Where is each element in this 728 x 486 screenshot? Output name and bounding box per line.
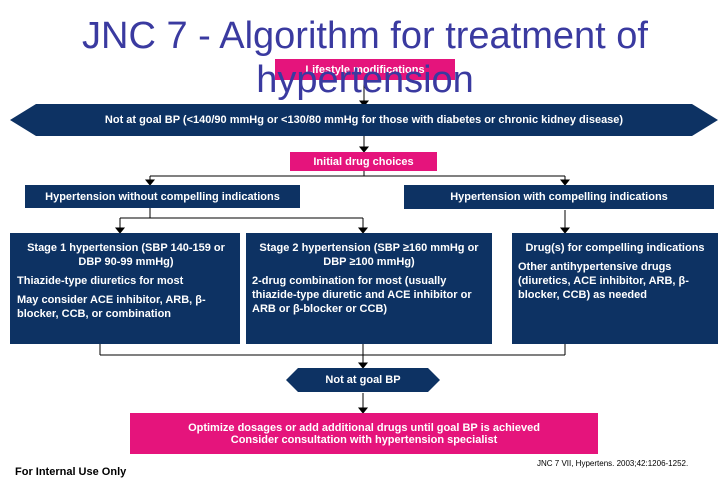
not-at-goal-bottom-shape <box>286 368 440 392</box>
arrowhead <box>357 362 369 369</box>
arrowhead <box>559 179 571 186</box>
page-title: JNC 7 - Algorithm for treatment of hyper… <box>82 15 648 101</box>
not-at-goal-banner-shape <box>10 104 718 136</box>
optimize-box: Optimize dosages or add additional drugs… <box>130 413 598 454</box>
with-compelling-indications-label: Hypertension with compelling indications <box>450 191 668 203</box>
stage2-heading: Stage 2 hypertension (SBP ≥160 mmHg or D… <box>259 242 479 268</box>
compelling-drugs-box: Drug(s) for compelling indications Other… <box>512 233 718 344</box>
initial-drug-choices-box: Initial drug choices <box>290 152 437 171</box>
arrowhead <box>114 227 126 234</box>
not-at-goal-bottom-box: Not at goal BP <box>298 368 428 392</box>
lifestyle-modifications-box: Lifestyle modifications <box>275 59 455 80</box>
arrowhead <box>559 227 571 234</box>
optimize-line2: Consider consultation with hypertension … <box>230 434 498 446</box>
arrowhead <box>357 227 369 234</box>
optimize-line1: Optimize dosages or add additional drugs… <box>188 422 540 434</box>
stage2-box: Stage 2 hypertension (SBP ≥160 mmHg or D… <box>246 233 492 344</box>
arrowhead <box>358 146 370 153</box>
with-compelling-indications-box: Hypertension with compelling indications <box>404 185 714 209</box>
arrowhead <box>358 100 370 107</box>
initial-drug-choices-label: Initial drug choices <box>313 155 414 168</box>
footer-disclaimer: For Internal Use Only <box>15 466 127 478</box>
stage1-box: Stage 1 hypertension (SBP 140-159 or DBP… <box>10 233 240 344</box>
stage1-line1: Thiazide-type diuretics for most <box>17 275 184 287</box>
stage2-line1: 2-drug combination for most (usually thi… <box>252 275 472 315</box>
compelling-drugs-line1: Other antihypertensive drugs (diuretics,… <box>518 261 689 301</box>
compelling-drugs-heading: Drug(s) for compelling indications <box>525 242 705 254</box>
stage1-heading: Stage 1 hypertension (SBP 140-159 or DBP… <box>27 242 225 268</box>
not-at-goal-banner-label: Not at goal BP (<140/90 mmHg or <130/80 … <box>104 114 624 126</box>
not-at-goal-bottom-label: Not at goal BP <box>325 374 401 386</box>
arrowhead <box>144 179 156 186</box>
not-at-goal-banner: Not at goal BP (<140/90 mmHg or <130/80 … <box>36 104 692 136</box>
lifestyle-modifications-label: Lifestyle modifications <box>305 63 425 76</box>
without-compelling-indications-box: Hypertension without compelling indicati… <box>25 185 300 208</box>
stage1-line2: May consider ACE inhibitor, ARB, β-block… <box>17 294 206 320</box>
citation: JNC 7 VII, Hypertens. 2003;42:1206-1252. <box>537 459 689 468</box>
arrowhead <box>357 407 369 414</box>
without-compelling-indications-label: Hypertension without compelling indicati… <box>45 190 280 203</box>
